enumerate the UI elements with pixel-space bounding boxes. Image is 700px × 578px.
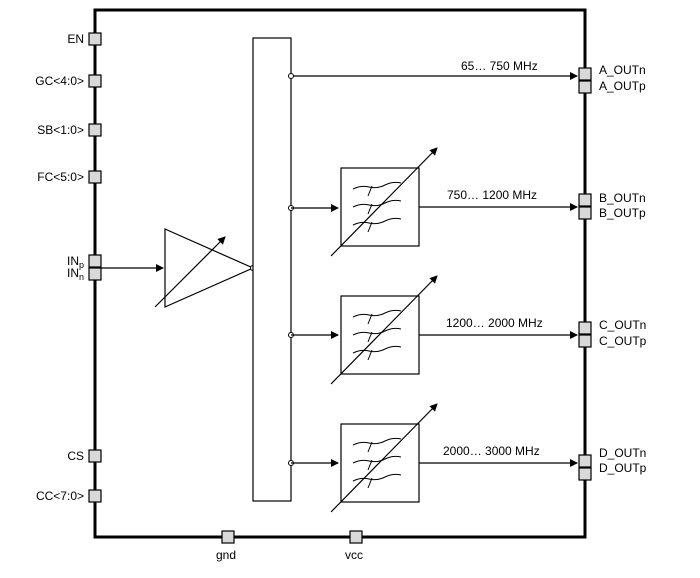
band-c-tune-arrow xyxy=(330,275,438,385)
band-d-filter-wave xyxy=(352,437,402,489)
pin-cs xyxy=(88,449,102,463)
pin-a-outn xyxy=(578,67,592,81)
label-vcc: vcc xyxy=(345,548,363,562)
band-a-range: 65… 750 MHz xyxy=(461,59,538,73)
label-d-outp: D_OUTp xyxy=(599,461,647,475)
label-in-n: INn xyxy=(67,266,84,284)
pin-in-n xyxy=(88,267,102,281)
band-a-tap xyxy=(288,73,294,79)
pin-sb xyxy=(88,123,102,137)
label-in-n-sub: n xyxy=(78,272,84,282)
band-c-range: 1200… 2000 MHz xyxy=(446,316,543,330)
pin-d-outn xyxy=(578,454,592,468)
pin-fc xyxy=(88,170,102,184)
label-en: EN xyxy=(67,32,84,46)
pin-c-outp xyxy=(578,334,592,348)
band-c-filter-wave xyxy=(352,309,402,361)
band-switch-bar xyxy=(252,37,292,502)
pin-a-outp xyxy=(578,80,592,94)
label-gc: GC<4:0> xyxy=(35,74,84,88)
label-cs: CS xyxy=(67,449,84,463)
band-b-range: 750… 1200 MHz xyxy=(447,188,538,202)
pin-vcc xyxy=(349,530,363,544)
label-sb: SB<1:0> xyxy=(37,123,84,137)
pin-in-p xyxy=(88,254,102,268)
label-c-outp: C_OUTp xyxy=(599,334,647,348)
pin-gc xyxy=(88,74,102,88)
pin-gnd xyxy=(221,530,235,544)
pin-cc xyxy=(88,489,102,503)
label-a-outp: A_OUTp xyxy=(599,79,646,93)
label-b-outp: B_OUTp xyxy=(599,206,646,220)
pin-b-outn xyxy=(578,193,592,207)
band-b-filter-wave xyxy=(352,181,402,233)
label-c-outn: C_OUTn xyxy=(599,318,647,332)
label-in-p-sub: p xyxy=(78,260,84,270)
band-d-range: 2000… 3000 MHz xyxy=(443,444,540,458)
pin-c-outn xyxy=(578,321,592,335)
label-b-outn: B_OUTn xyxy=(599,191,646,205)
pin-en xyxy=(88,32,102,46)
label-gnd: gnd xyxy=(216,548,237,562)
pin-d-outp xyxy=(578,467,592,481)
label-in-p-base: IN xyxy=(66,254,79,268)
band-d-tune-arrow xyxy=(330,403,438,513)
label-a-outn: A_OUTn xyxy=(599,63,646,77)
label-fc: FC<5:0> xyxy=(37,170,84,184)
amplifier-triangle xyxy=(164,228,255,308)
band-b-tune-arrow xyxy=(330,147,438,257)
label-d-outn: D_OUTn xyxy=(599,446,647,460)
label-in-p: INp xyxy=(67,254,84,272)
amplifier-gain-arrow xyxy=(154,236,226,308)
label-in-n-base: IN xyxy=(66,266,79,280)
pin-b-outp xyxy=(578,206,592,220)
label-cc: CC<7:0> xyxy=(35,489,84,503)
